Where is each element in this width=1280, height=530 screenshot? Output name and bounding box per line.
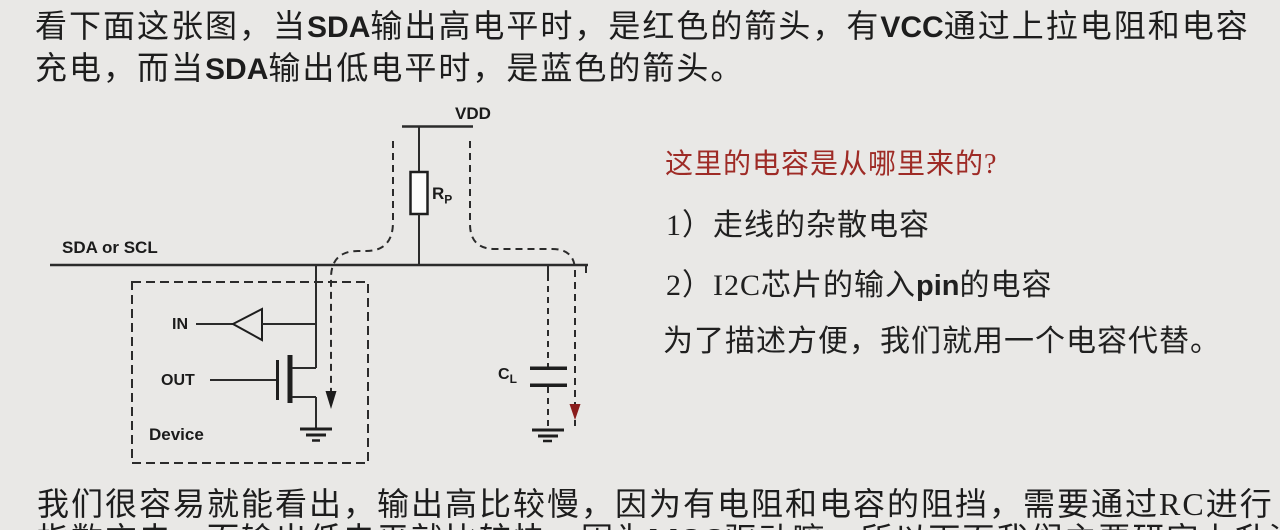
top-line1-text: 看下面这张图，当 bbox=[35, 8, 308, 44]
bottom-paragraph-line2-clipped: 指数充电，而输出低电平就比较快，因为MOS驱动嘛，所以下面我们主要研究上升沿 bbox=[37, 521, 1280, 530]
top-line1-text3: 通过上拉电阻和电容 bbox=[943, 8, 1250, 44]
bottom-paragraph-line1: 我们很容易就能看出，输出高比较慢，因为有电阻和电容的阻挡，需要通过RC进行 bbox=[37, 486, 1274, 522]
top-paragraph-line2: 充电，而当SDA输出低电平时，是蓝色的箭头。 bbox=[35, 50, 744, 88]
sda-term2: SDA bbox=[205, 53, 269, 86]
right-note-sentence: 为了描述方便，我们就用一个电容代替。 bbox=[663, 325, 1221, 358]
discharge-arrow-icon bbox=[325, 391, 337, 409]
right-item-2-text2: 的电容 bbox=[959, 269, 1053, 302]
out-label: OUT bbox=[161, 372, 195, 389]
ground-symbol-cap-icon bbox=[532, 428, 564, 443]
pin-term: pin bbox=[916, 270, 960, 302]
rp-label-main: R bbox=[432, 184, 445, 203]
cl-label-sub: L bbox=[509, 372, 517, 387]
resistor-rp-body bbox=[409, 170, 429, 216]
device-label: Device bbox=[149, 425, 204, 444]
right-item-2: 2）I2C芯片的输入pin的电容 bbox=[666, 260, 1053, 304]
bus-label: SDA or SCL bbox=[62, 238, 158, 257]
in-label: IN bbox=[172, 316, 188, 333]
rp-label: RP bbox=[432, 184, 452, 206]
dashed-path-right bbox=[469, 141, 576, 426]
cap-plate-top bbox=[530, 366, 567, 370]
ground-symbol-device-icon bbox=[300, 427, 332, 442]
top-line2-text2: 输出低电平时，是蓝色的箭头。 bbox=[268, 50, 745, 86]
top-line1-text2: 输出高电平时，是红色的箭头，有 bbox=[370, 8, 881, 44]
right-heading-question: 这里的电容是从哪里来的? bbox=[665, 149, 998, 180]
top-line2-text: 充电，而当 bbox=[35, 50, 206, 86]
charge-arrow-red-icon bbox=[569, 404, 581, 420]
vcc-term: VCC bbox=[880, 11, 944, 44]
cl-label: CL bbox=[498, 366, 517, 386]
right-item-2-text: 2）I2C芯片的输入 bbox=[666, 269, 916, 302]
top-paragraph-line1: 看下面这张图，当SDA输出高电平时，是红色的箭头，有VCC通过上拉电阻和电容 bbox=[35, 8, 1250, 46]
input-buffer-triangle-icon bbox=[230, 307, 263, 342]
right-item-1: 1）走线的杂散电容 bbox=[666, 209, 930, 242]
rp-label-sub: P bbox=[444, 192, 453, 207]
device-box bbox=[131, 281, 369, 464]
cap-plate-bottom bbox=[530, 383, 567, 387]
vdd-label: VDD bbox=[455, 104, 491, 123]
sda-term: SDA bbox=[307, 11, 371, 44]
cl-label-main: C bbox=[498, 366, 510, 383]
